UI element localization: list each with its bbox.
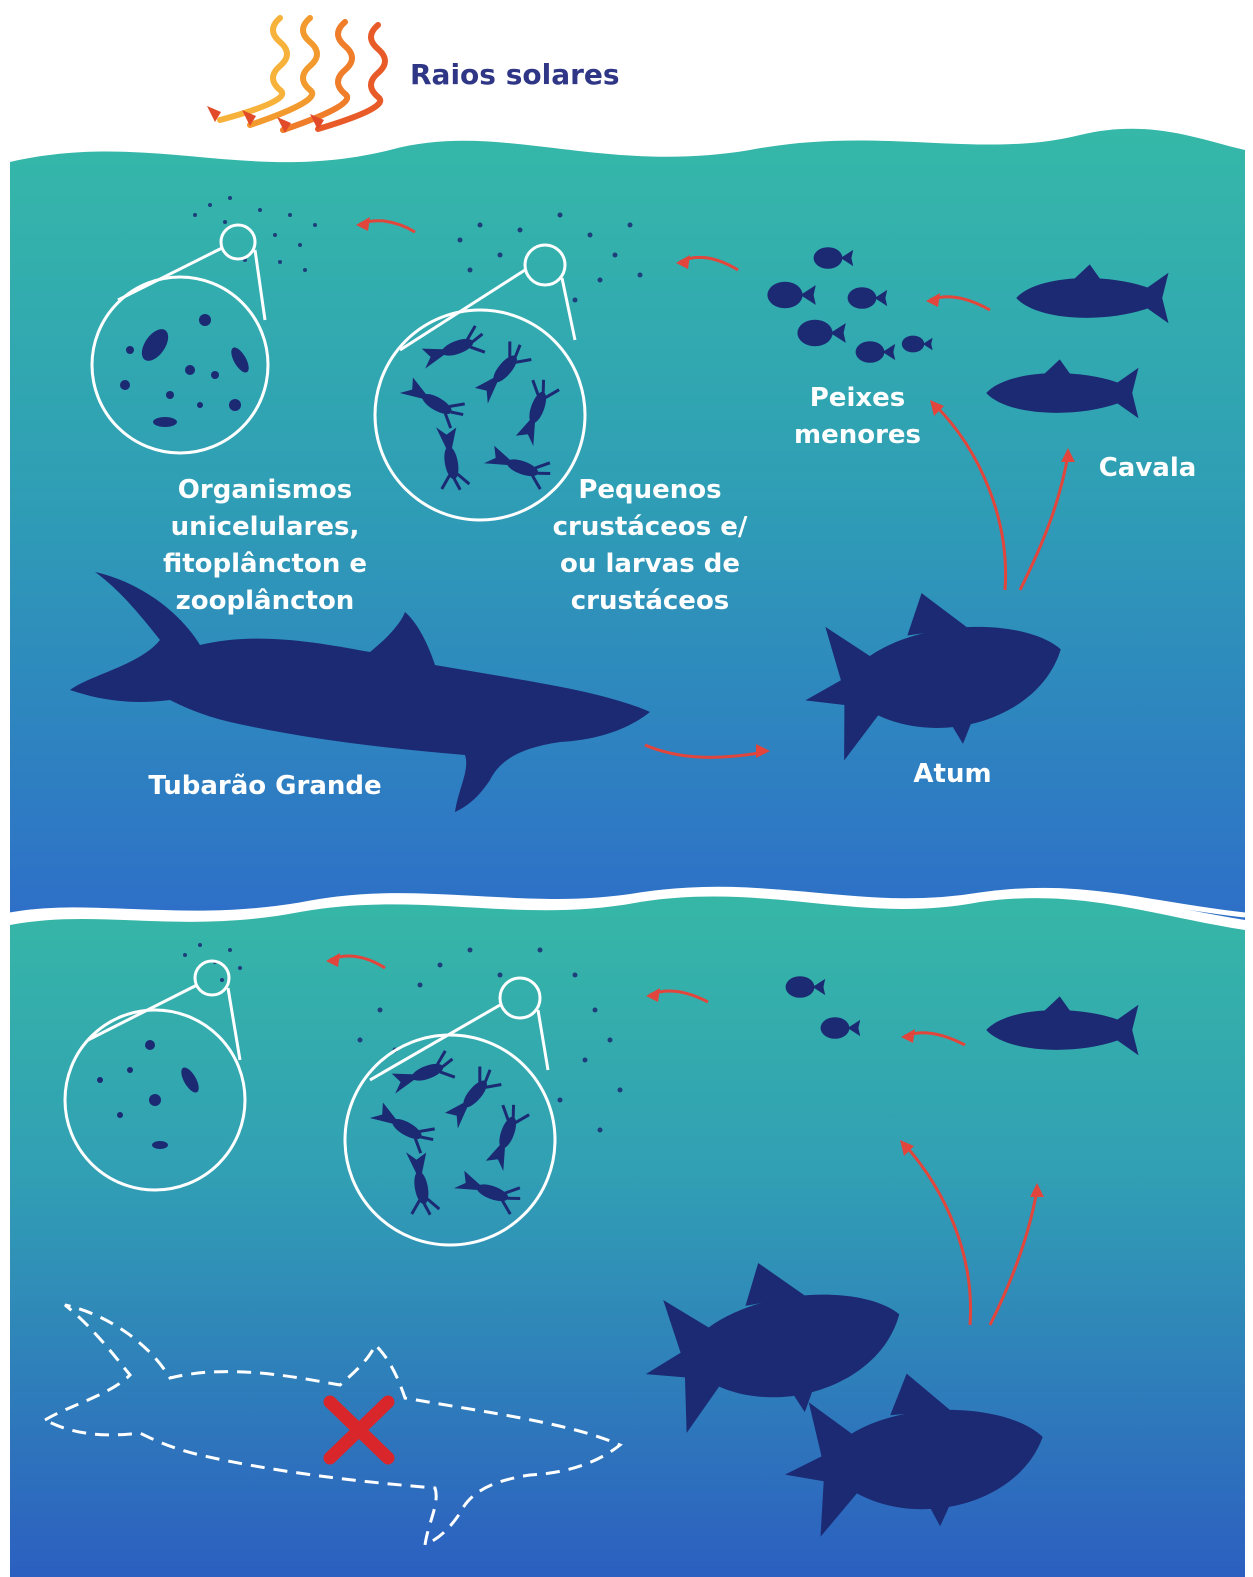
label-tuna: Atum <box>880 756 1025 793</box>
sun-rays-icon <box>207 18 385 133</box>
label-shark: Tubarão Grande <box>125 768 405 805</box>
label-small-fish: Peixes menores <box>775 380 940 454</box>
label-crustaceans: Pequenos crustáceos e/ ou larvas de crus… <box>540 472 760 620</box>
label-mackerel: Cavala <box>1085 450 1210 487</box>
label-organisms: Organismos unicelulares, fitoplâncton e … <box>150 472 380 620</box>
title: Raios solares <box>410 58 620 91</box>
